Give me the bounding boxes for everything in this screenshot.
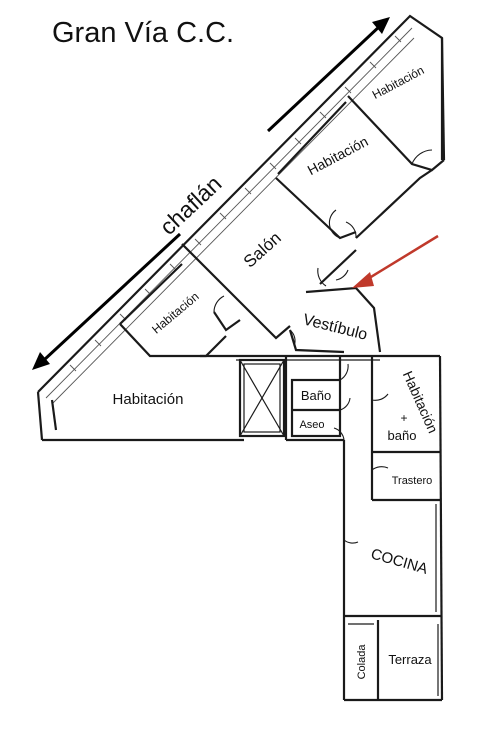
room-label-salon: Salón: [240, 228, 285, 271]
frontage-label: chaflán: [155, 170, 227, 240]
room-label-colada: Colada: [356, 644, 368, 680]
room-label-habitacion-4: Habitación: [113, 391, 184, 408]
room-label-habitacion-bano: Habitación: [400, 368, 442, 435]
door-swings: [213, 149, 433, 544]
room-label-bano: Baño: [301, 388, 331, 403]
room-label-habitacion-bano-2: baño: [388, 428, 417, 443]
plan-title: Gran Vía C.C.: [52, 17, 234, 49]
room-label-habitacion-1: Habitación: [370, 63, 427, 102]
room-label-aseo: Aseo: [299, 419, 324, 431]
room-label-terraza: Terraza: [388, 652, 432, 667]
entrance-arrow-icon: [352, 234, 439, 288]
room-label-habitacion-2: Habitación: [305, 133, 371, 178]
room-label-trastero: Trastero: [392, 475, 433, 487]
room-label-vestibulo: Vestíbulo: [301, 311, 369, 343]
double-arrow-icon: [32, 17, 390, 370]
outer-walls: [36, 14, 446, 702]
room-label-habitacion-bano-plus: +: [400, 411, 407, 425]
room-label-cocina: COCINA: [369, 545, 430, 577]
room-label-habitacion-3: Habitación: [149, 289, 201, 336]
